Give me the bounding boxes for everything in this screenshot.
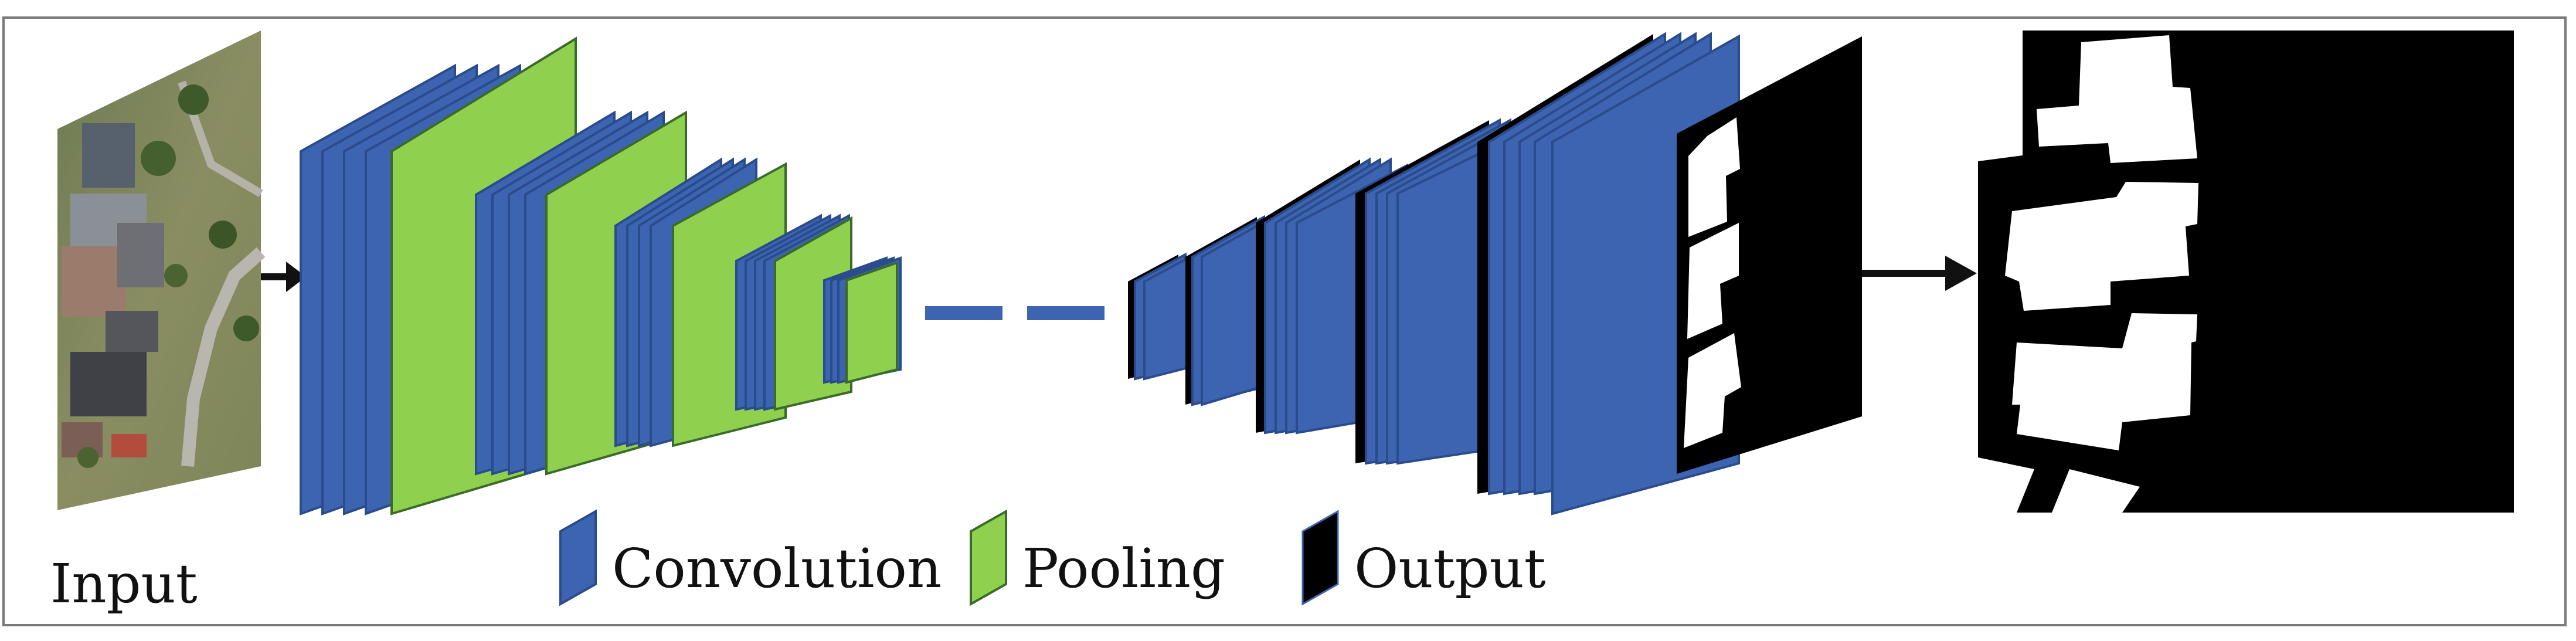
legend-output-label: Output	[1354, 537, 1546, 600]
decoder-stage-5	[1477, 32, 1740, 515]
mask-background	[1978, 457, 2034, 513]
input-tree	[209, 221, 237, 249]
mask-background	[2052, 469, 2140, 513]
decoder-stage-1	[1128, 252, 1196, 381]
output-arrow-head	[1945, 256, 1977, 291]
input-road	[181, 247, 266, 467]
input-tree	[164, 264, 188, 287]
mask-building	[2005, 182, 2198, 311]
input-roof	[62, 246, 126, 317]
input-tree	[77, 447, 98, 468]
input-aerial-image	[57, 30, 266, 510]
legend-convolution-swatch	[559, 509, 597, 606]
legend-item-pooling: Pooling	[968, 508, 1320, 608]
pool-layer	[845, 261, 898, 384]
output-mask-skewed	[1677, 36, 1862, 474]
legend-item-output: Output	[1300, 508, 1629, 608]
mask-building	[1687, 223, 1739, 339]
decoder-stage-2	[1185, 215, 1265, 406]
input-tree	[233, 316, 259, 341]
mask-building	[2012, 313, 2197, 450]
input-roof	[70, 352, 147, 416]
input-roof	[111, 434, 147, 457]
mask-building	[2037, 35, 2197, 163]
legend-output-swatch	[1301, 510, 1339, 606]
input-tree	[141, 141, 176, 176]
mask-building	[1684, 333, 1741, 448]
input-roof	[106, 311, 158, 352]
decoder-stage-4	[1355, 118, 1537, 465]
legend-pooling-label: Pooling	[1022, 537, 1225, 600]
legend-convolution-label: Convolution	[612, 537, 942, 600]
connector-dash	[1027, 306, 1105, 320]
connector-dash	[925, 306, 1002, 320]
dashed-connector	[925, 306, 1105, 320]
legend-item-convolution: Convolution	[558, 508, 968, 608]
input-roof	[82, 123, 135, 188]
mask-building	[1688, 117, 1740, 237]
mask-background	[1978, 30, 2023, 161]
encoder-stage-5	[823, 256, 902, 384]
output-segmentation-mask	[1978, 30, 2514, 513]
input-label: Input	[50, 552, 198, 615]
input-tree	[178, 84, 209, 115]
legend-pooling-swatch	[970, 509, 1007, 606]
input-arrow-head	[286, 262, 306, 292]
input-roof	[117, 223, 164, 287]
conv-layer	[1201, 222, 1262, 406]
